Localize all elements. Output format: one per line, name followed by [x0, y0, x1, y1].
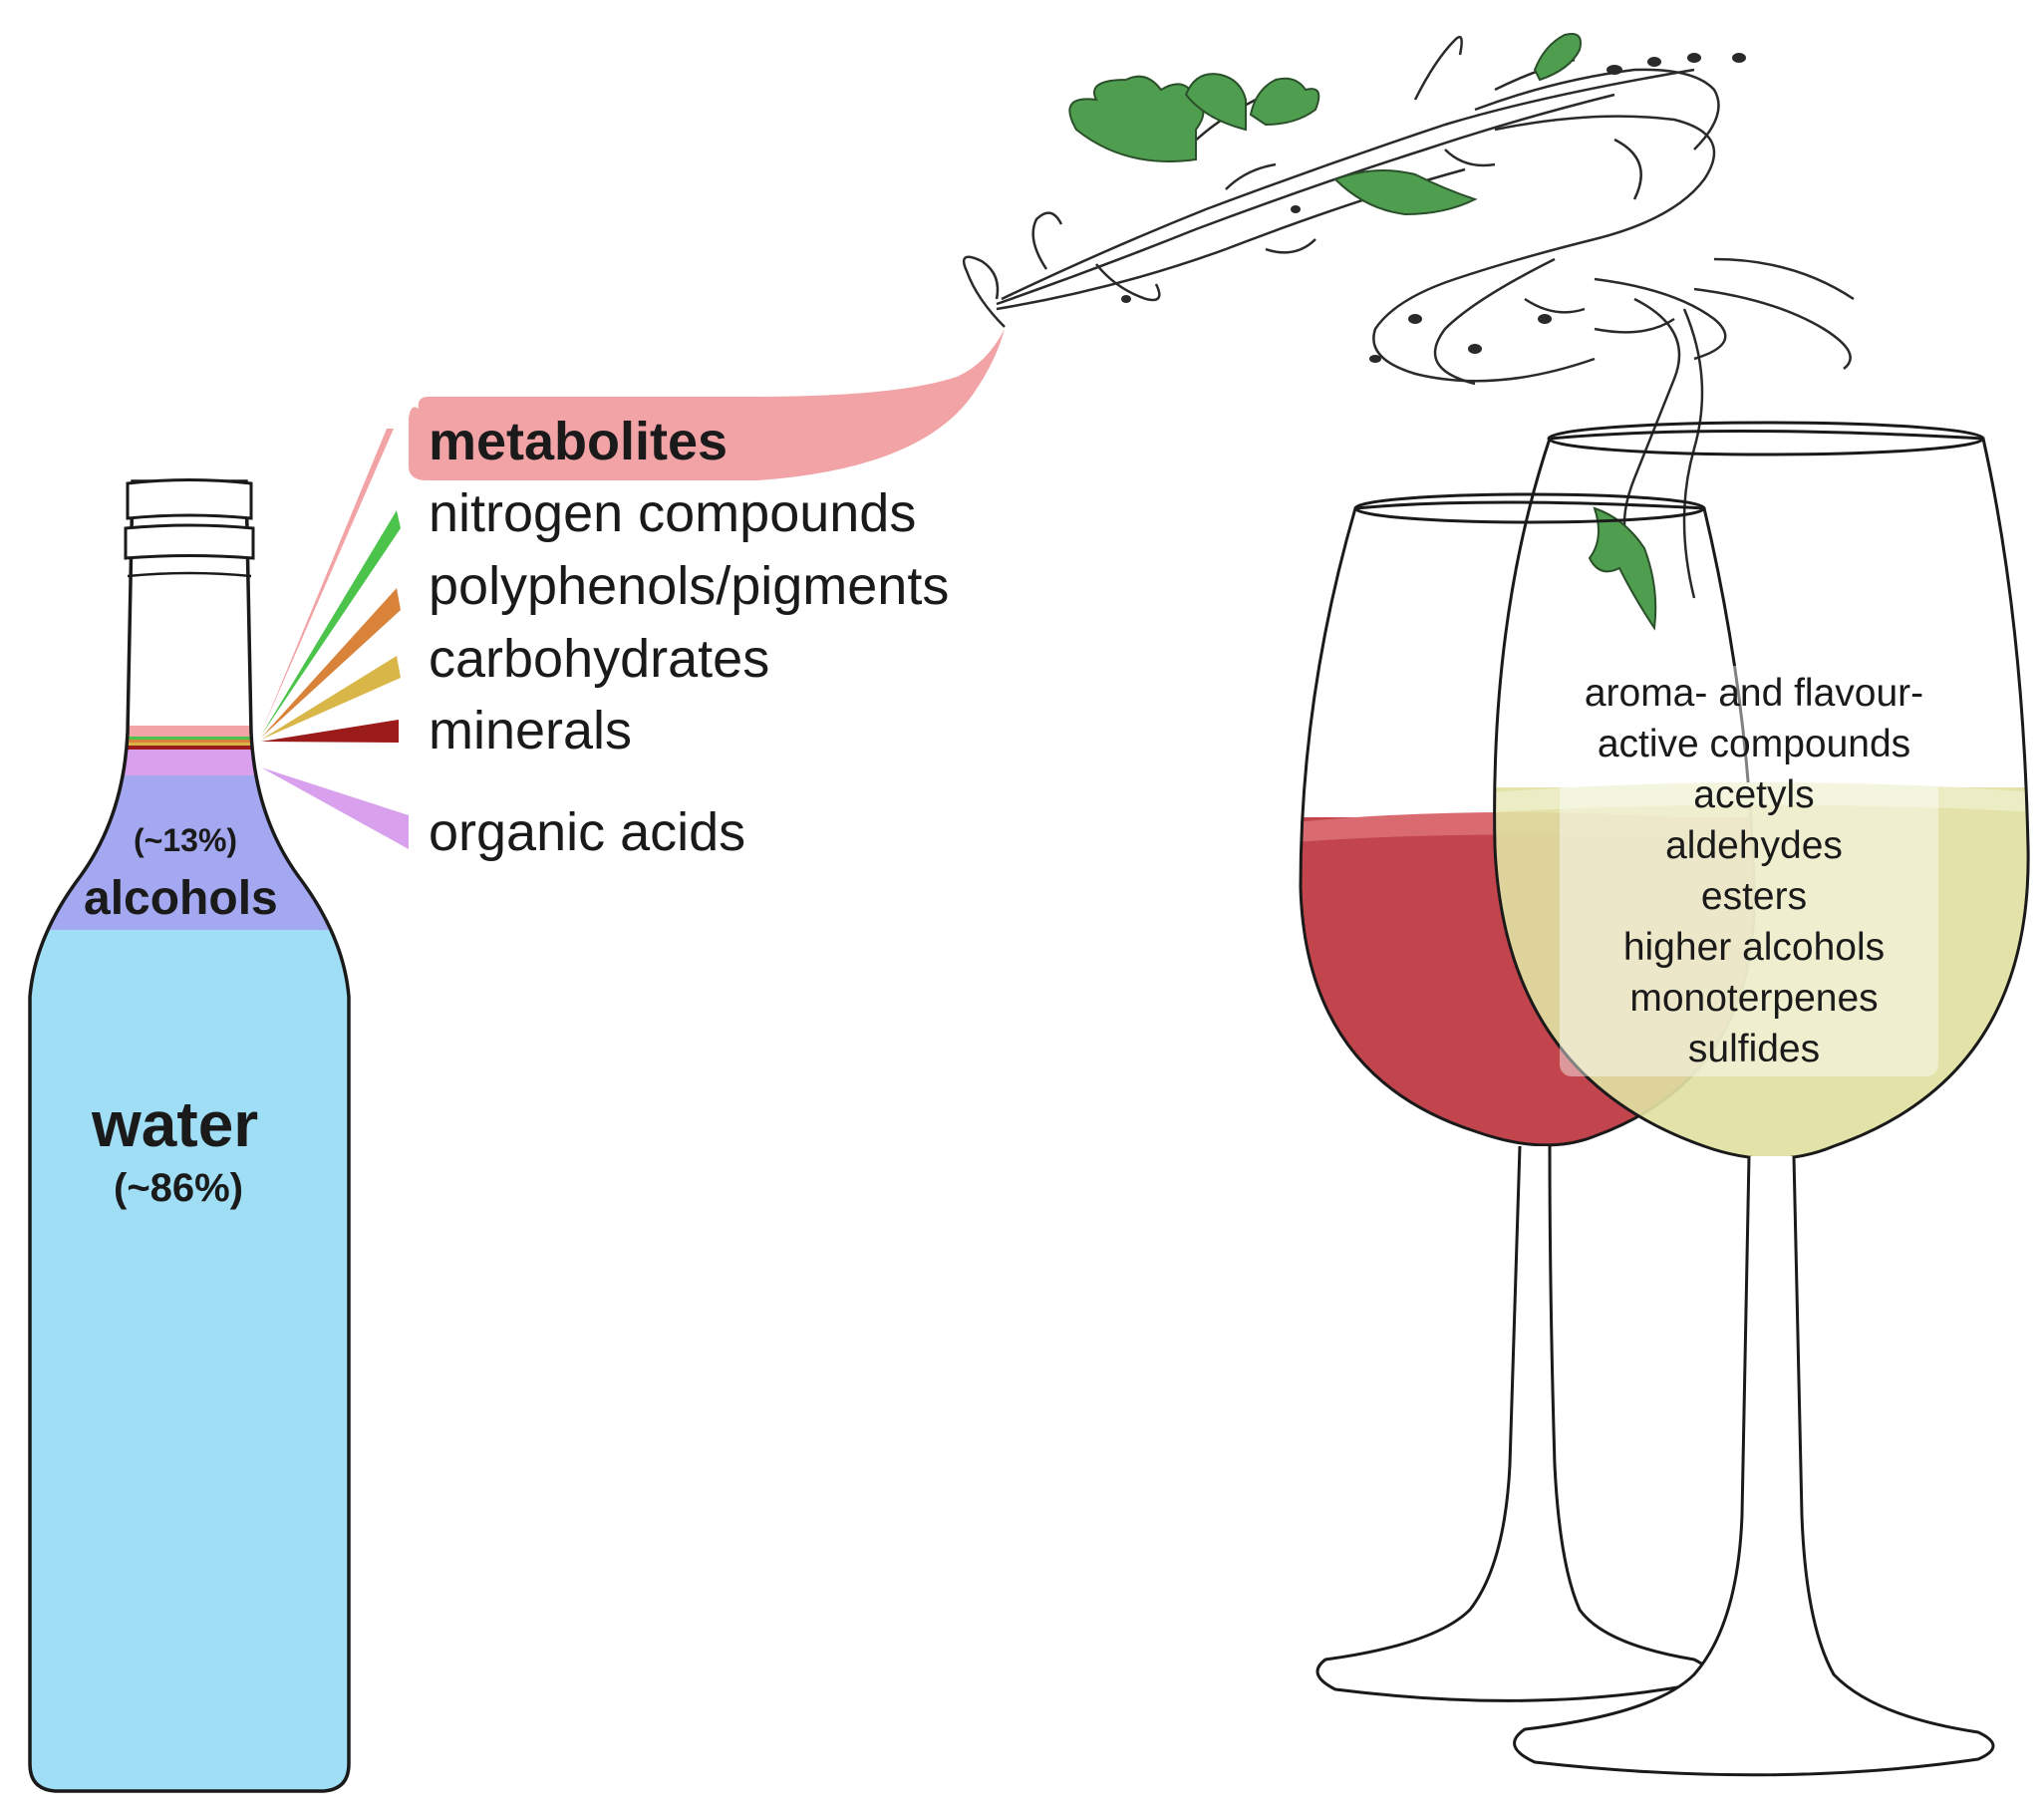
- leaf-5: [1533, 33, 1582, 82]
- leaf-2: [1184, 73, 1247, 132]
- aroma-line: sulfides: [1687, 1028, 1821, 1070]
- music-notes: [1121, 53, 1746, 363]
- leaf-1: [1068, 75, 1205, 162]
- water-fill: [30, 927, 349, 1791]
- aroma-line: acetyls: [1693, 773, 1815, 816]
- polyphenols-layer: [30, 740, 349, 743]
- aroma-line: monoterpenes: [1629, 977, 1879, 1020]
- aroma-line: active compounds: [1597, 723, 1911, 765]
- bottle-cap: [126, 478, 253, 520]
- bottle-outline: [28, 479, 351, 1793]
- metabolites-banner: [409, 329, 1005, 480]
- organic-acids-label: organic acids: [429, 802, 746, 862]
- nitrogen-layer: [30, 737, 349, 740]
- polyphenols-wedge: [261, 588, 401, 738]
- alcohols-label: alcohols: [84, 872, 278, 925]
- metabolites-layer: [30, 726, 349, 737]
- water-percent: (~86%): [114, 1166, 244, 1210]
- carbohydrates-wedge: [261, 656, 401, 740]
- carbohydrates-label: carbohydrates: [429, 629, 770, 689]
- nitrogen-compounds-label: nitrogen compounds: [429, 483, 917, 543]
- aroma-line: higher alcohols: [1622, 926, 1886, 969]
- minerals-label: minerals: [429, 701, 633, 760]
- aroma-line: aroma- and flavour-: [1584, 672, 1924, 715]
- aroma-list-panel: [1560, 666, 1938, 1076]
- alcohols-percent: (~13%): [134, 822, 238, 858]
- composition-fan: [261, 429, 409, 849]
- nitrogen-wedge: [261, 510, 401, 736]
- white-glass-stem: [1513, 1155, 1995, 1777]
- metabolites-label: metabolites: [429, 412, 729, 471]
- aroma-compound-list: aroma- and flavour- active compounds ace…: [1535, 668, 1973, 1074]
- red-glass-stem: [1315, 1145, 1711, 1702]
- water-label: water: [92, 1088, 259, 1160]
- metabolites-wedge: [261, 429, 394, 733]
- leaf-6: [1588, 506, 1657, 631]
- aroma-line: aldehydes: [1665, 824, 1843, 867]
- leaf-4: [1333, 169, 1478, 216]
- minerals-wedge: [261, 720, 399, 743]
- leaf-3: [1249, 77, 1320, 127]
- white-glass-bowl: [1493, 430, 2030, 1160]
- minerals-layer: [30, 746, 349, 750]
- aroma-line: esters: [1700, 875, 1808, 918]
- vine-leaves: [1068, 33, 1657, 631]
- polyphenols-pigments-label: polyphenols/pigments: [429, 556, 950, 616]
- bottle-ring: [124, 523, 255, 560]
- organic-acids-wedge: [261, 767, 409, 849]
- carbohydrates-layer: [30, 743, 349, 746]
- organic-acids-layer: [30, 750, 349, 775]
